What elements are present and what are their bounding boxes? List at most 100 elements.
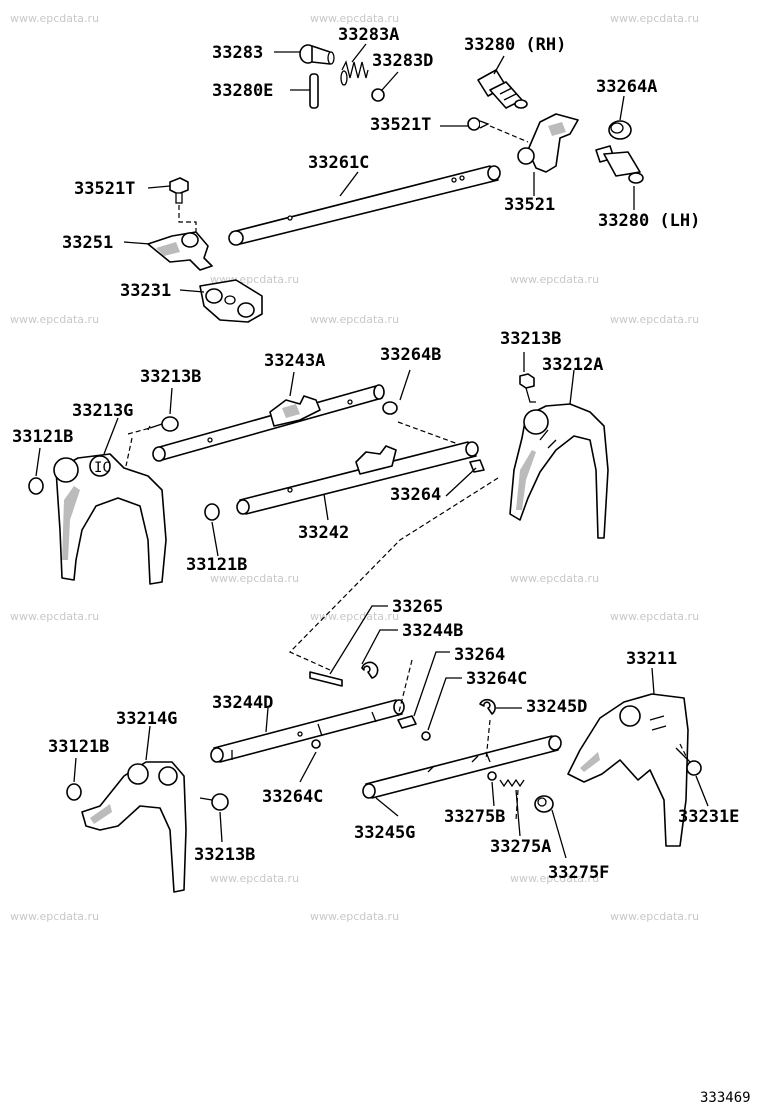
label-33280RH: 33280 (RH) xyxy=(464,35,566,55)
leader-lines-bottom xyxy=(73,605,709,859)
part-33245D-clip xyxy=(479,698,496,715)
part-33280E-pin xyxy=(309,73,319,109)
watermark: www.epcdata.ru xyxy=(610,910,699,923)
part-33264C-ball-upper xyxy=(421,731,431,741)
part-33242-shaft xyxy=(236,441,479,515)
watermark: www.epcdata.ru xyxy=(10,910,99,923)
label-33121B-mid: 33121B xyxy=(186,555,247,575)
watermark: www.epcdata.ru xyxy=(510,872,599,885)
label-33280E: 33280E xyxy=(212,81,273,101)
label-33283D: 33283D xyxy=(372,51,433,71)
label-33251: 33251 xyxy=(62,233,113,253)
label-33245G: 33245G xyxy=(354,823,415,843)
label-33283A: 33283A xyxy=(338,25,399,45)
part-33231E-bolt xyxy=(675,747,702,776)
label-33283: 33283 xyxy=(212,43,263,63)
label-33214G: 33214G xyxy=(116,709,177,729)
label-33213G: 33213G xyxy=(72,401,133,421)
part-33211-fork xyxy=(567,693,689,847)
part-33521-shift-head xyxy=(517,113,579,173)
label-33213B-topright: 33213B xyxy=(500,329,561,349)
dashed-guide xyxy=(178,205,197,236)
watermark: www.epcdata.ru xyxy=(610,12,699,25)
leader-lines-mid xyxy=(35,352,575,557)
label-33264-low: 33264 xyxy=(454,645,505,665)
label-33121B-left: 33121B xyxy=(12,427,73,447)
watermark: www.epcdata.ru xyxy=(510,572,599,585)
part-33213B-bolt-mid xyxy=(147,416,179,432)
part-33280RH-switch xyxy=(477,69,528,109)
part-33265-pin xyxy=(309,671,343,687)
label-33242: 33242 xyxy=(298,523,349,543)
label-33275A: 33275A xyxy=(490,837,551,857)
watermark: www.epcdata.ru xyxy=(10,610,99,623)
label-33280LH: 33280 (LH) xyxy=(598,211,700,231)
part-33283-plug xyxy=(299,44,335,65)
label-33244B: 33244B xyxy=(402,621,463,641)
label-33275F: 33275F xyxy=(548,863,609,883)
part-33264C-ball-lower xyxy=(311,739,321,749)
label-33521T-top: 33521T xyxy=(370,115,431,135)
label-33121B-low: 33121B xyxy=(48,737,109,757)
watermark: www.epcdata.ru xyxy=(210,572,299,585)
label-33213B-mid: 33213B xyxy=(140,367,201,387)
part-33275B-spring xyxy=(499,778,525,788)
label-33231E: 33231E xyxy=(678,807,739,827)
part-33283A-spring xyxy=(340,60,369,86)
watermark: www.epcdata.ru xyxy=(610,610,699,623)
label-33213B-low: 33213B xyxy=(194,845,255,865)
label-33243A: 33243A xyxy=(264,351,325,371)
label-33244D: 33244D xyxy=(212,693,273,713)
part-33521T-bolt-left xyxy=(169,177,189,204)
part-33521T-bolt-top xyxy=(467,117,490,131)
label-33275B: 33275B xyxy=(444,807,505,827)
part-33212A-fork xyxy=(509,403,609,539)
watermark: www.epcdata.ru xyxy=(210,872,299,885)
part-labels: 33283 33283A 33283D 33280E 33280 (RH) 33… xyxy=(12,25,739,883)
part-33243A-shaft xyxy=(152,384,385,462)
part-33264-pin-low xyxy=(397,715,417,729)
part-33213G-fork: IC xyxy=(53,453,167,585)
dashed-guides-mid xyxy=(125,421,499,671)
diagram-id: 333469 xyxy=(700,1090,751,1106)
label-33264-mid: 33264 xyxy=(390,485,441,505)
part-33280LH-switch xyxy=(595,145,644,184)
part-33121B-ring-mid xyxy=(204,503,220,521)
label-33231: 33231 xyxy=(120,281,171,301)
label-33521T-left: 33521T xyxy=(74,179,135,199)
part-33275A-plug xyxy=(534,795,554,813)
watermark: www.epcdata.ru xyxy=(10,313,99,326)
part-33213B-bolt-topright xyxy=(519,373,536,403)
part-33245G-shaft xyxy=(362,735,562,799)
label-33264C-lower: 33264C xyxy=(262,787,323,807)
part-33251-lever xyxy=(147,231,213,271)
label-33261C: 33261C xyxy=(308,153,369,173)
part-33264A-cap xyxy=(608,120,632,140)
part-33244D-shaft xyxy=(210,699,405,763)
part-33231-block xyxy=(199,279,263,323)
label-33211: 33211 xyxy=(626,649,677,669)
part-33264C-ball-aux xyxy=(487,771,497,781)
part-33264B-ball xyxy=(382,401,398,415)
part-33244B-clip xyxy=(361,661,379,679)
watermark: www.epcdata.ru xyxy=(10,12,99,25)
part-33264-pin-mid xyxy=(469,459,485,473)
watermark: www.epcdata.ru xyxy=(610,313,699,326)
label-33264C-upper: 33264C xyxy=(466,669,527,689)
leader-lines-top xyxy=(123,43,635,293)
part-33213B-bolt-low xyxy=(199,793,229,811)
part-33121B-ring-left xyxy=(28,477,44,495)
watermark: www.epcdata.ru xyxy=(310,12,399,25)
label-33264A: 33264A xyxy=(596,77,657,97)
label-33212A: 33212A xyxy=(542,355,603,375)
part-33283D-ball xyxy=(371,88,385,102)
dashed-guides-bottom xyxy=(397,659,689,821)
watermark: www.epcdata.ru xyxy=(310,910,399,923)
part-33121B-ring-low xyxy=(66,783,82,801)
label-33264B: 33264B xyxy=(380,345,441,365)
label-33245D: 33245D xyxy=(526,697,587,717)
watermark: www.epcdata.ru xyxy=(310,313,399,326)
label-33521: 33521 xyxy=(504,195,555,215)
label-33265: 33265 xyxy=(392,597,443,617)
